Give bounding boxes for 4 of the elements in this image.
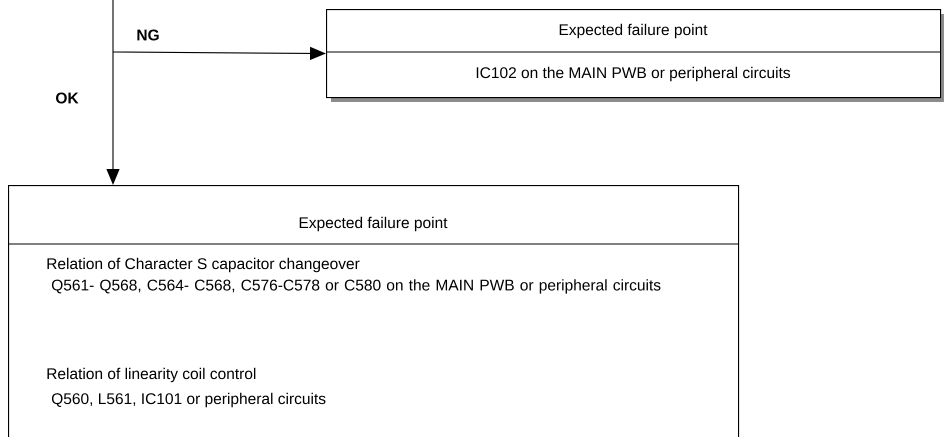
edge-label: OK — [56, 92, 78, 104]
result-box: Expected failure point IC102 on the MAIN PWB or peripheral circuits — [326, 9, 944, 102]
edge-label: NG — [137, 30, 159, 40]
result-box: Expected failure point Relation of Character S capacitor changeover Q561- Q568, C564- C568, C576-C578 or C580 on the MAIN PWB or peripheral circuits Relation of linearity coil control Q560, L561, IC101 or peripheral circuits — [8, 185, 740, 437]
